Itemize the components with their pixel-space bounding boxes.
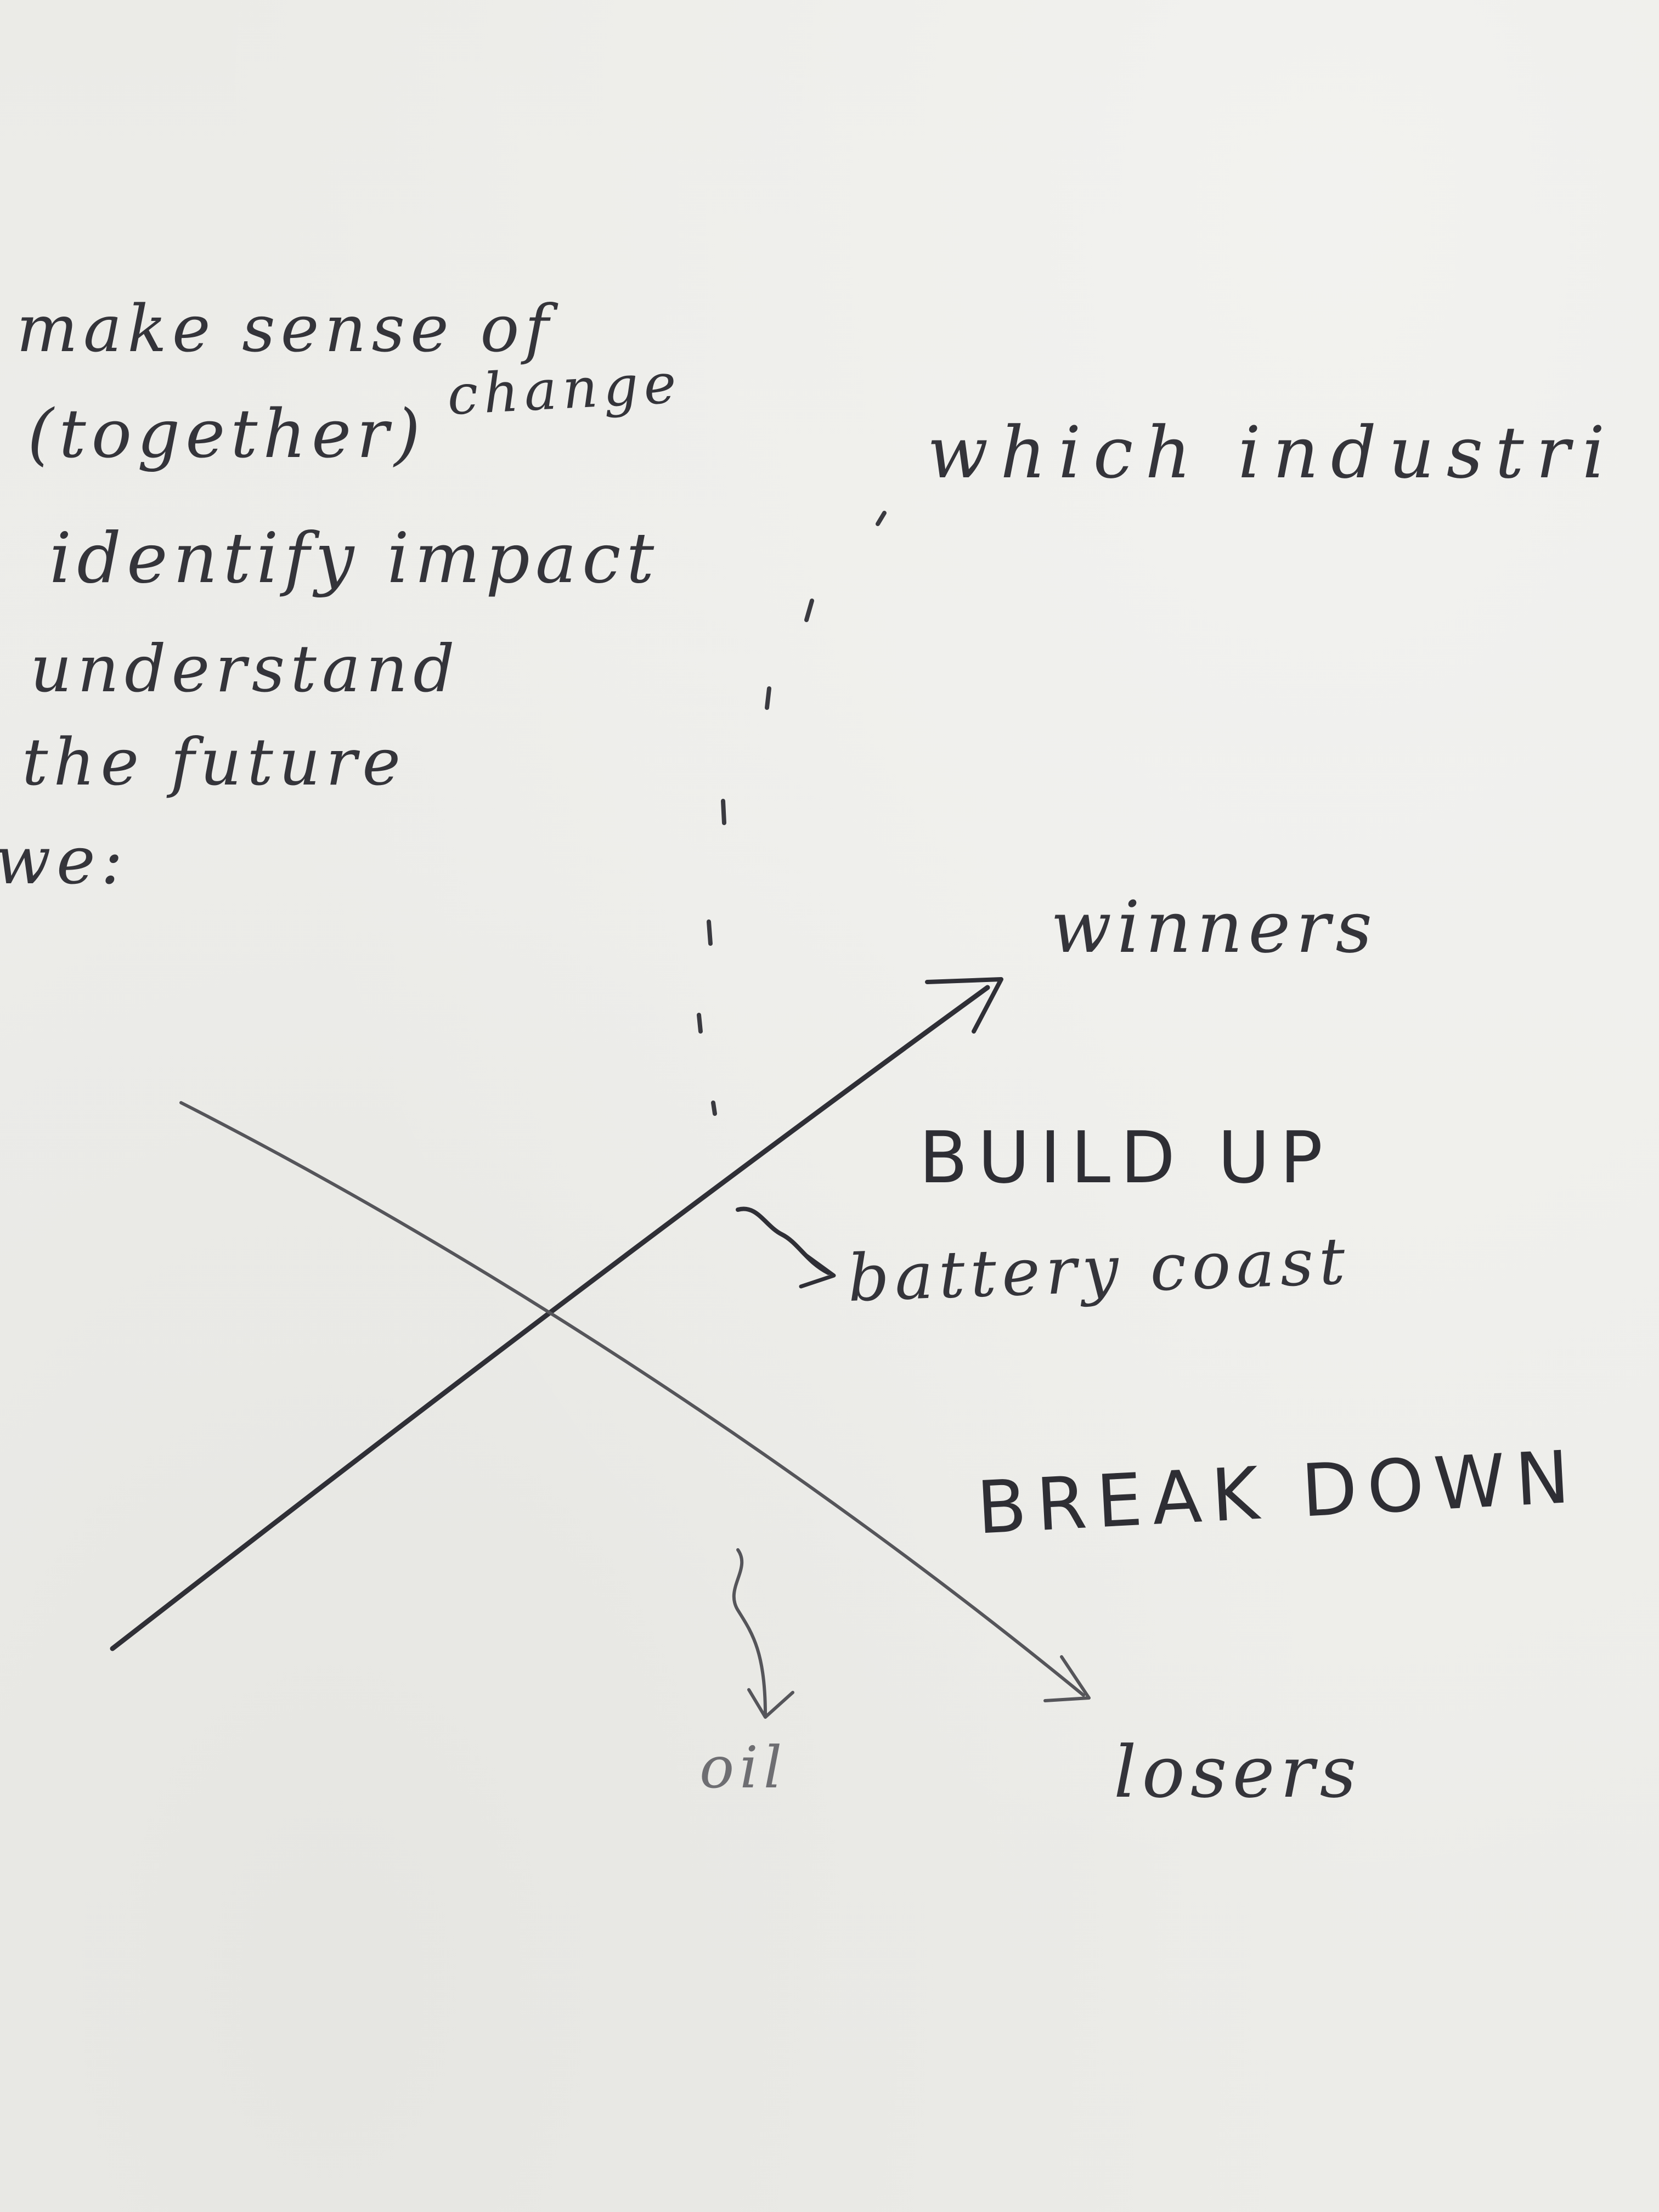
squiggle-arrowhead-break-down: [747, 1688, 794, 1719]
label-oil: oil: [699, 1734, 788, 1801]
label-battery-coast: battery coast: [846, 1223, 1352, 1316]
note-line-1: make sense of: [16, 291, 555, 366]
note-line-5: the future: [22, 724, 407, 800]
label-losers: losers: [1114, 1730, 1362, 1814]
squiggle-arrowhead-build-up: [799, 1251, 836, 1289]
rising-line: [110, 985, 990, 1651]
squiggle-arrow-break-down: [732, 1548, 767, 1716]
falling-line: [179, 1101, 1085, 1697]
note-line-4: understand: [30, 631, 460, 707]
note-line-3: identify impact: [49, 518, 660, 599]
dashed-connector: [697, 511, 887, 1116]
note-top-right: which industri: [927, 411, 1617, 494]
label-build-up: BUILD UP: [919, 1116, 1333, 1199]
note-line-6: we:: [0, 823, 129, 899]
note-line-2b: change: [445, 351, 684, 428]
rising-arrowhead: [925, 977, 1003, 1034]
note-line-2a: (together): [27, 395, 426, 473]
label-winners: winners: [1051, 885, 1378, 969]
falling-arrowhead: [1043, 1655, 1091, 1702]
